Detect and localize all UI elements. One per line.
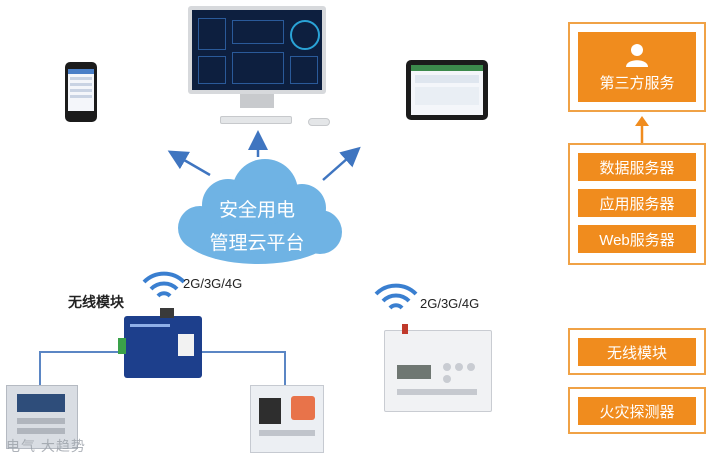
din-rail-meter-device xyxy=(250,385,324,453)
wire-left-device xyxy=(39,351,124,385)
panel-meter-device xyxy=(6,385,78,449)
third-party-box: 第三方服务 xyxy=(568,22,706,112)
server-group-box: 数据服务器 应用服务器 Web服务器 xyxy=(568,143,706,265)
cloud-title-line2: 管理云平台 xyxy=(209,233,305,254)
wifi-icon xyxy=(374,283,418,310)
mouse xyxy=(308,118,330,126)
fire-detector-button: 火灾探测器 xyxy=(578,397,696,425)
app-server-button: 应用服务器 xyxy=(578,189,696,217)
fire-detector-device xyxy=(384,330,492,412)
cloud-title-line1: 安全用电 xyxy=(218,200,295,221)
monitor-stand xyxy=(240,94,274,108)
data-server-button: 数据服务器 xyxy=(578,153,696,181)
wireless-module-device xyxy=(118,316,202,378)
arrow-head xyxy=(635,116,649,126)
signal-label-right: 2G/3G/4G xyxy=(420,296,480,311)
wifi-icon xyxy=(142,271,186,298)
third-party-button: 第三方服务 xyxy=(578,32,696,102)
detector-antenna xyxy=(402,324,408,334)
phone-device xyxy=(65,62,97,122)
keyboard xyxy=(220,116,292,124)
wireless-module-box: 无线模块 xyxy=(568,328,706,375)
signal-label-left: 2G/3G/4G xyxy=(183,276,243,291)
desktop-monitor xyxy=(188,6,326,94)
wireless-module-caption: 无线模块 xyxy=(68,295,124,311)
arrow-to-phone xyxy=(167,150,211,177)
fire-detector-box: 火灾探测器 xyxy=(568,387,706,434)
watermark: 电气 大趋势 xyxy=(6,438,86,454)
user-icon xyxy=(626,43,648,67)
third-party-label: 第三方服务 xyxy=(599,74,675,92)
wireless-module-button: 无线模块 xyxy=(578,338,696,366)
wire-right-device xyxy=(200,351,286,385)
module-antenna xyxy=(160,308,174,318)
tablet-device xyxy=(406,60,488,120)
arrow-to-tablet xyxy=(322,146,361,181)
web-server-button: Web服务器 xyxy=(578,225,696,253)
